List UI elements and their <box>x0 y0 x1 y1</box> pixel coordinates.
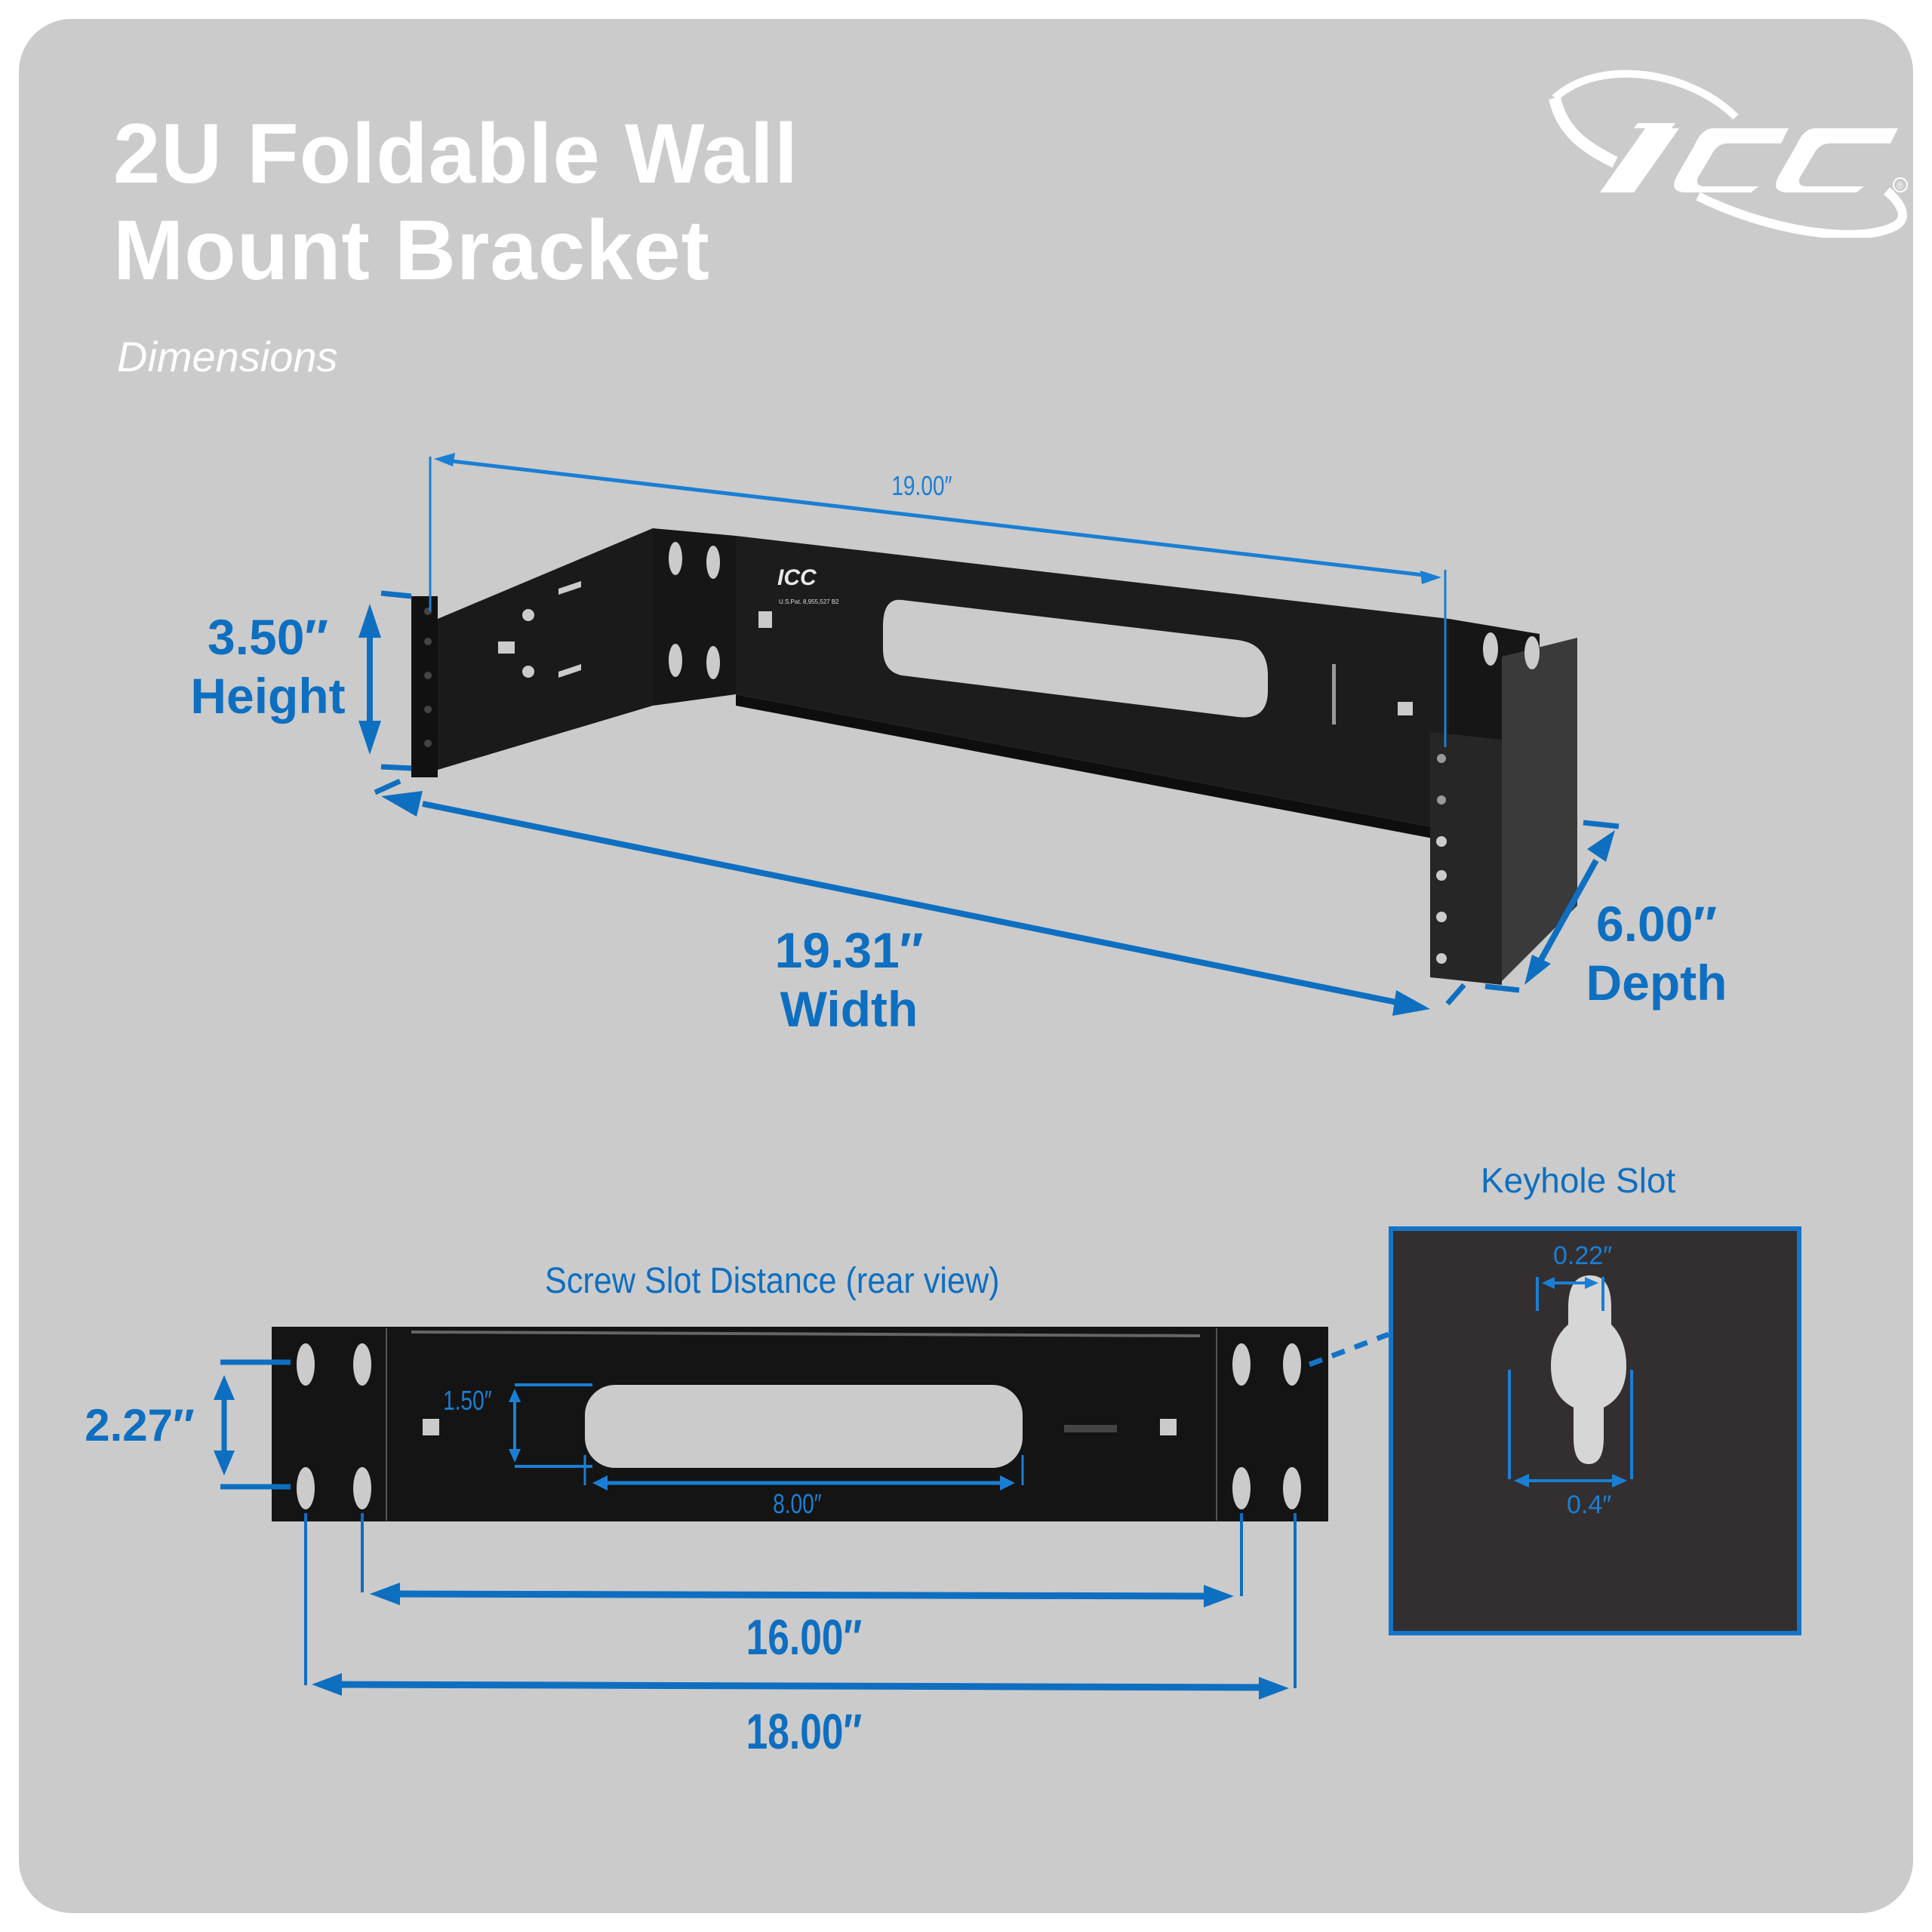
top-span-value: 19.00″ <box>891 470 952 501</box>
height-dimension: 3.50″ Height <box>174 608 362 725</box>
slot-spacing-vertical: 2.27″ <box>85 1400 195 1451</box>
depth-value: 6.00″ <box>1595 896 1718 952</box>
page-subtitle: Dimensions <box>117 333 338 380</box>
depth-dimension: 6.00″ Depth <box>1570 894 1743 1012</box>
cutout-width-value: 8.00″ <box>773 1488 822 1519</box>
rear-view-title: Screw Slot Distance (rear view) <box>545 1261 1000 1301</box>
depth-label: Depth <box>1586 955 1727 1011</box>
page-title: 2U Foldable Wall Mount Bracket <box>113 106 798 299</box>
outer-slot-span: 18.00″ <box>746 1703 862 1759</box>
svg-text:®: ® <box>1897 180 1903 191</box>
title-line-1: 2U Foldable Wall <box>113 106 798 201</box>
keyhole-title: Keyhole Slot <box>1481 1161 1676 1200</box>
width-label: Width <box>780 981 918 1037</box>
keyhole-top-width: 0.22″ <box>1553 1241 1613 1270</box>
keyhole-bottom-width: 0.4″ <box>1567 1491 1612 1519</box>
width-dimension: 19.31″ Width <box>747 921 951 1038</box>
svg-text:ICC: ICC <box>777 565 817 590</box>
title-line-2: Mount Bracket <box>113 203 710 297</box>
inner-slot-span: 16.00″ <box>746 1609 862 1665</box>
icc-logo-icon: ® <box>1549 69 1908 238</box>
height-label: Height <box>190 668 346 724</box>
svg-text:U.S.Pat. 8,955,527 B2: U.S.Pat. 8,955,527 B2 <box>779 598 839 605</box>
cutout-height-value: 1.50″ <box>443 1385 492 1416</box>
width-value: 19.31″ <box>774 922 924 978</box>
height-value: 3.50″ <box>207 609 329 665</box>
